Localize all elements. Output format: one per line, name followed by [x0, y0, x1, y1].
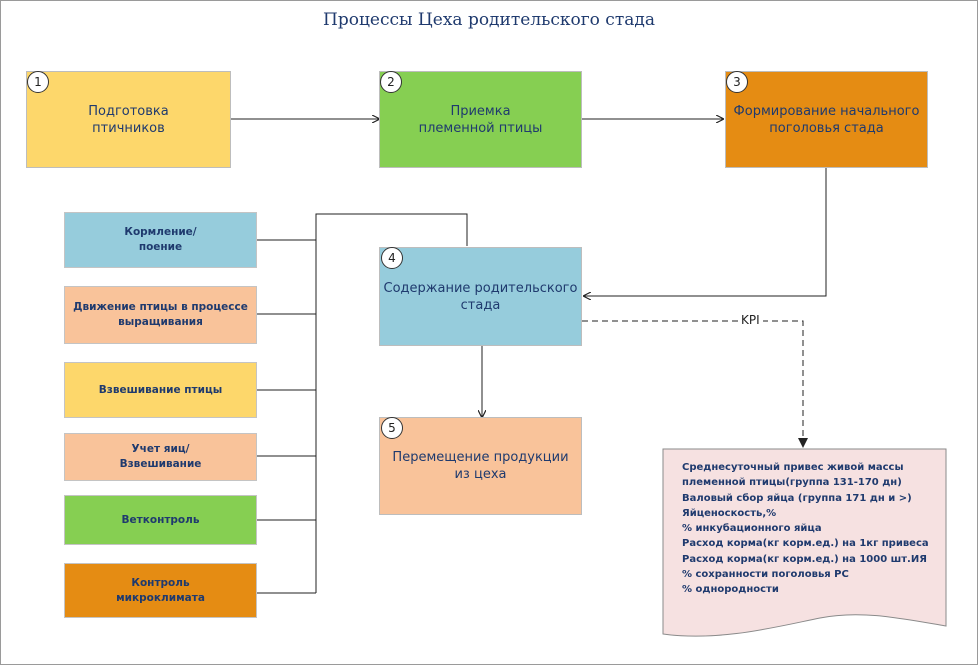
side-process-label: Контроль микроклимата — [116, 576, 205, 604]
step-1-number: 1 — [27, 71, 49, 93]
kpi-label: KPI — [738, 313, 763, 327]
step-1-label: Подготовка птичников — [88, 103, 169, 136]
step-5-label: Перемещение продукции из цеха — [392, 450, 569, 482]
step-2-label: Приемка племенной птицы — [418, 103, 543, 136]
step-4-label: Содержание родительского стада — [383, 280, 578, 313]
step-3-box: Формирование начального поголовья стада — [725, 71, 928, 168]
kpi-item: % инкубационного яйца — [682, 523, 822, 535]
kpi-item: Среднесуточный привес живой массы — [682, 462, 904, 473]
kpi-item: Яйценоскость,% — [682, 507, 777, 519]
side-process-bird-movement: Движение птицы в процессе выращивания — [64, 286, 257, 344]
kpi-item: племенной птицы(группа 131-170 дн) — [682, 477, 902, 489]
kpi-note — [662, 448, 947, 637]
step-2-number: 2 — [380, 71, 402, 93]
step-2-box: Приемка племенной птицы — [379, 71, 582, 168]
side-process-microclimate: Контроль микроклимата — [64, 563, 257, 618]
side-process-label: Ветконтроль — [121, 513, 200, 526]
side-process-bus — [315, 213, 468, 593]
kpi-item: Расход корма(кг корм.ед.) на 1000 шт.ИЯ — [682, 553, 927, 565]
step-1-box: Подготовка птичников — [26, 71, 231, 168]
side-process-egg-count: Учет яиц/ Взвешивание — [64, 433, 257, 481]
kpi-item: % сохранности поголовья РС — [682, 569, 849, 581]
kpi-item: Расход корма(кг корм.ед.) на 1кг привеса — [682, 538, 929, 550]
arrow-step3-step4 — [584, 168, 827, 296]
diagram-title: Процессы Цеха родительского стада — [323, 10, 655, 30]
step-3-label: Формирование начального поголовья стада — [733, 103, 920, 136]
side-process-label: Учет яиц/ Взвешивание — [119, 443, 202, 470]
side-process-label: Взвешивание птицы — [98, 383, 223, 396]
kpi-item: Валовый сбор яйца (группа 171 дн и >) — [682, 492, 912, 504]
side-process-label: Движение птицы в процессе выращивания — [73, 301, 248, 328]
kpi-list: Среднесуточный привес живой массы племен… — [682, 460, 952, 598]
step-5-box: Перемещение продукции из цеха — [379, 417, 582, 515]
side-process-vet-control: Ветконтроль — [64, 495, 257, 545]
kpi-item: % однородности — [682, 584, 779, 596]
step-4-box: Содержание родительского стада — [379, 247, 582, 346]
side-process-feeding: Кормление/ поение — [64, 212, 257, 268]
side-process-label: Кормление/ поение — [124, 226, 197, 253]
side-process-weighing: Взвешивание птицы — [64, 362, 257, 418]
step-3-number: 3 — [726, 71, 748, 93]
kpi-arrow — [582, 320, 808, 448]
step-4-number: 4 — [381, 247, 403, 269]
step-5-number: 5 — [381, 417, 403, 439]
